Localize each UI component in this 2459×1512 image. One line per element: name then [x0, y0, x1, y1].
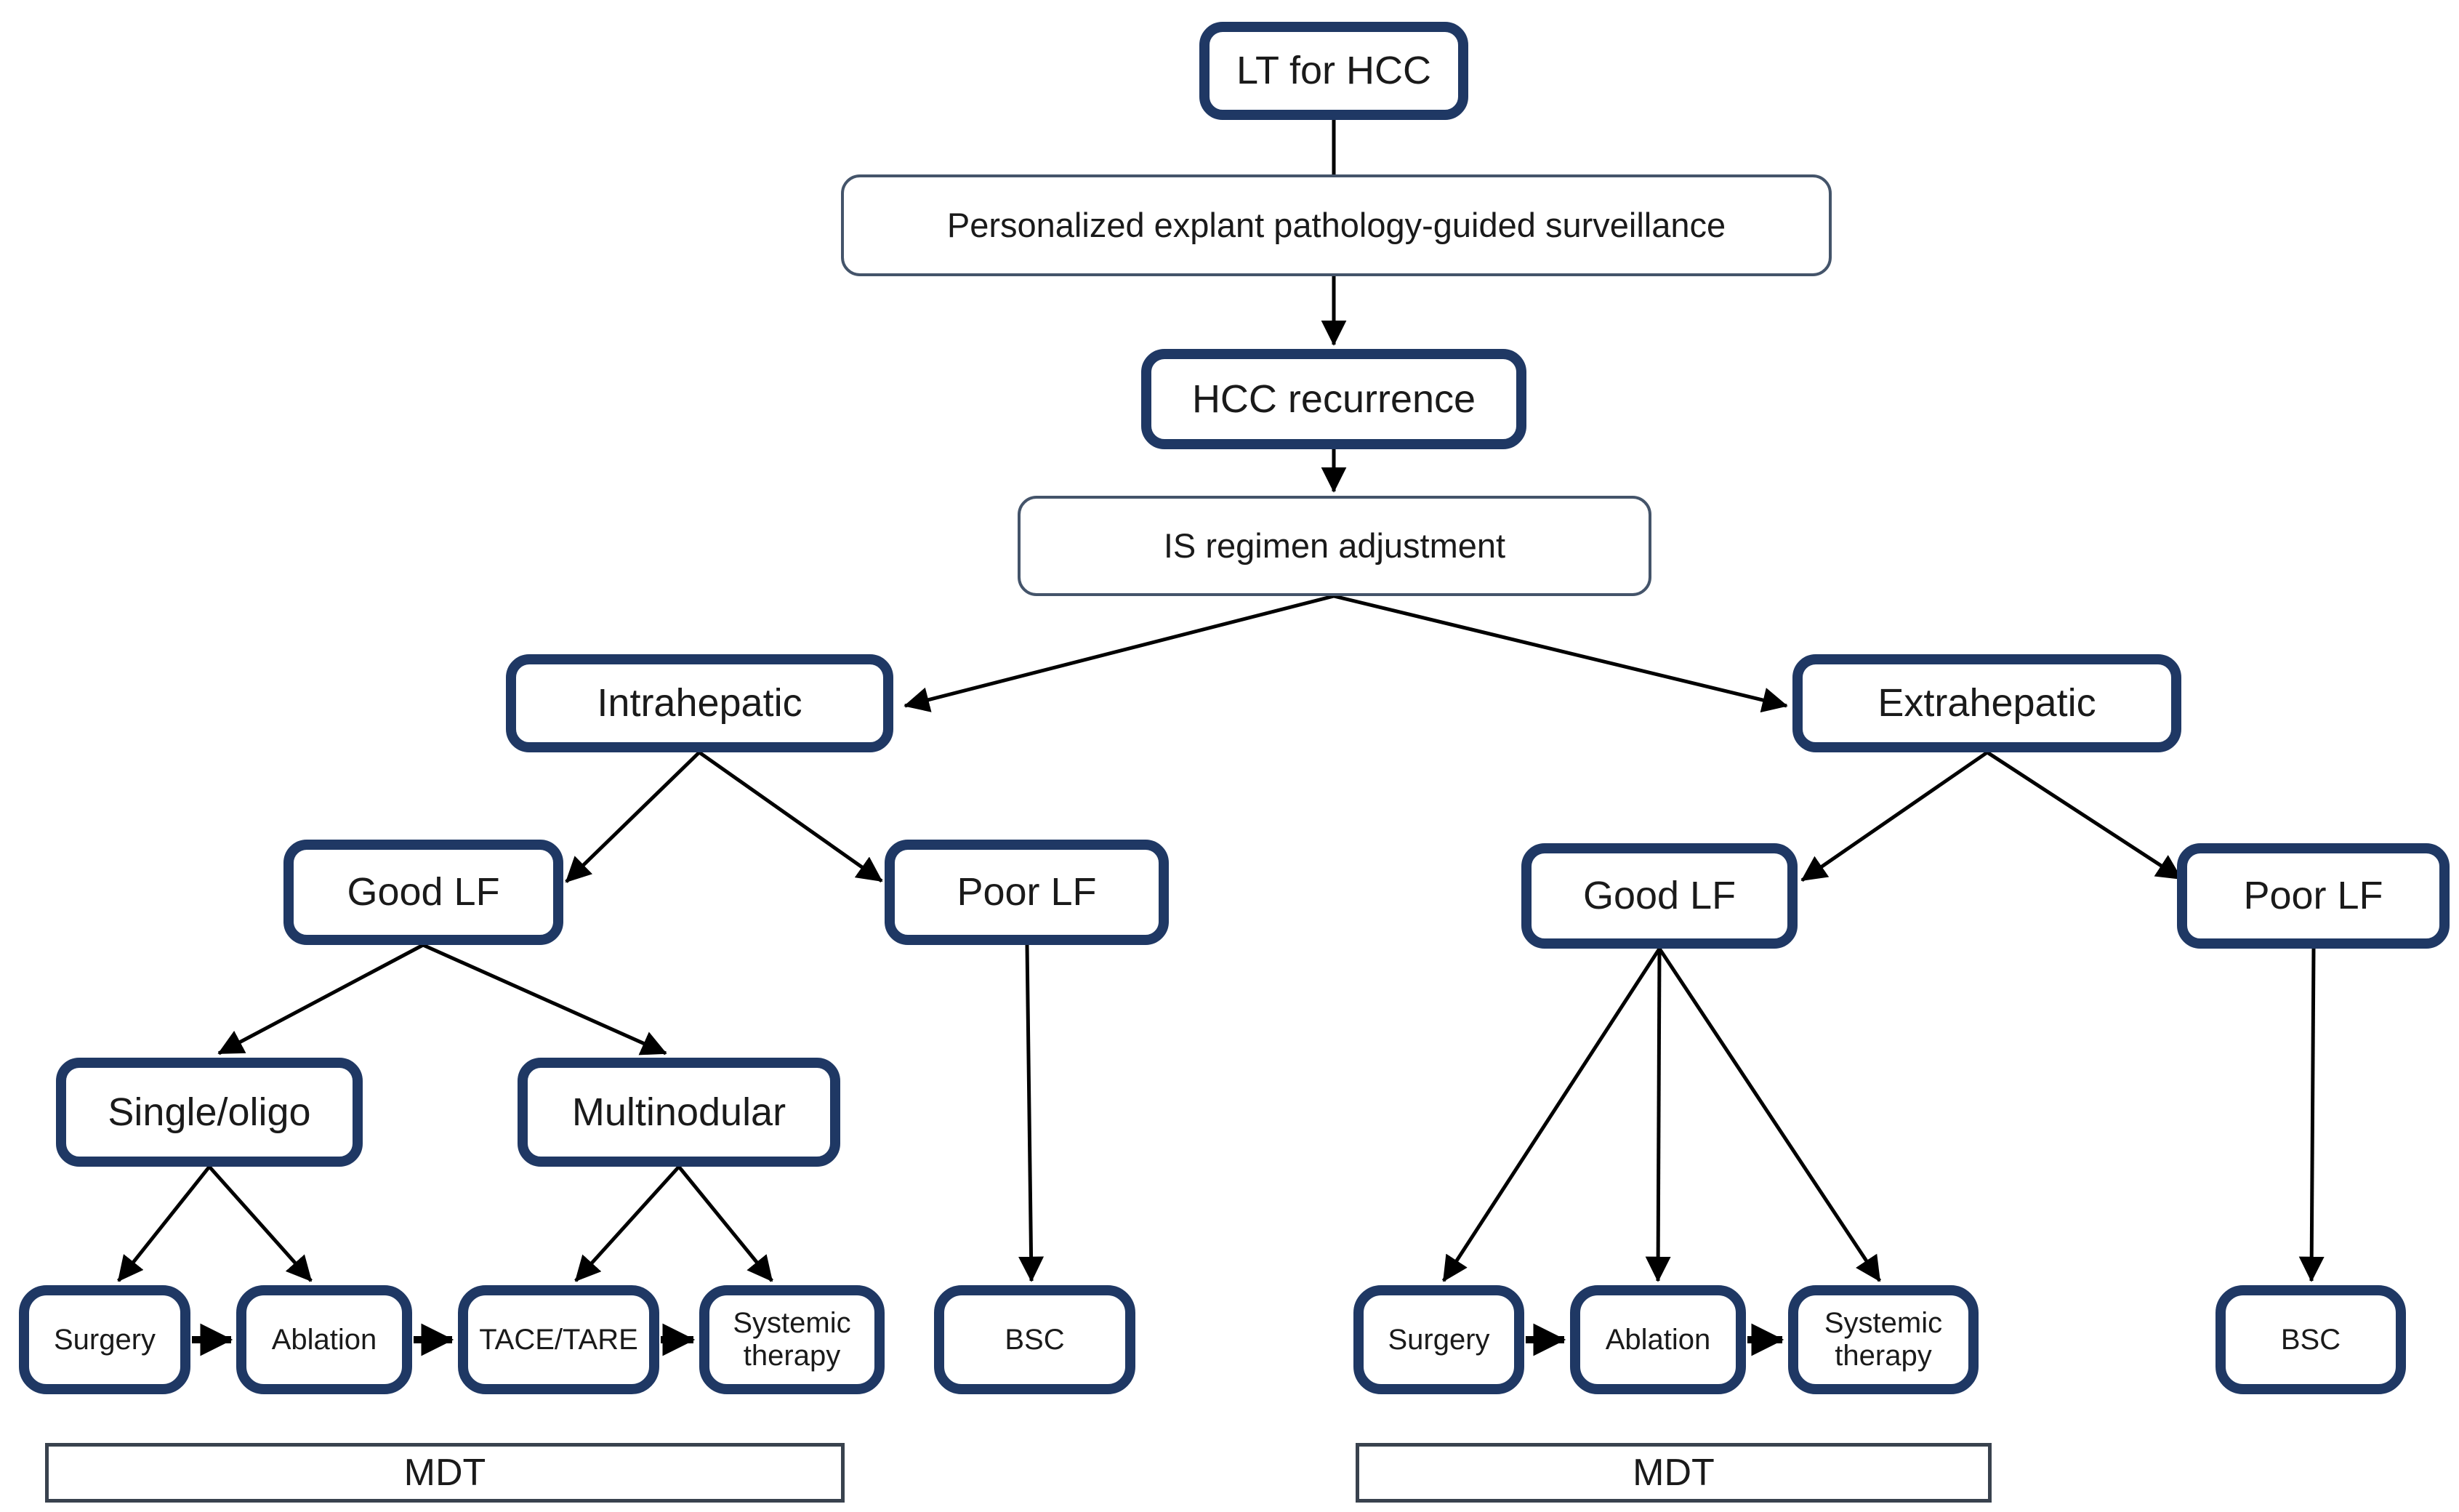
node-single-oligo-label: Single/oligo [108, 1090, 311, 1134]
edge-multinodular-to-tace [574, 1165, 680, 1282]
node-is-regimen: IS regimen adjustment [1018, 496, 1651, 596]
node-multinodular-label: Multinodular [571, 1090, 786, 1134]
node-mdt-left-label: MDT [403, 1451, 486, 1494]
edge-is-to-extrahepatic [1333, 594, 1788, 713]
edge-goodlf-right-to-ablation [1645, 948, 1671, 1282]
node-systemic-left-label: Systemic therapy [733, 1307, 851, 1372]
node-surgery-right-label: Surgery [1388, 1323, 1490, 1356]
node-mdt-left: MDT [45, 1443, 845, 1503]
node-is-regimen-label: IS regimen adjustment [1163, 526, 1506, 565]
node-good-lf-left: Good LF [283, 840, 563, 945]
node-good-lf-right-label: Good LF [1582, 874, 1736, 918]
node-lt-for-hcc-label: LT for HCC [1236, 49, 1432, 93]
node-tace-tare: TACE/TARE [458, 1285, 659, 1394]
edge-extrahepatic-to-poorlf [1986, 750, 2183, 881]
node-mdt-right-label: MDT [1633, 1451, 1715, 1494]
node-extrahepatic: Extrahepatic [1792, 654, 2181, 752]
node-bsc-left: BSC [934, 1285, 1135, 1394]
node-ablation-left: Ablation [236, 1285, 412, 1394]
node-systemic-right-label: Systemic therapy [1824, 1307, 1943, 1372]
edge-goodlf-right-to-systemic [1657, 947, 1882, 1282]
node-hcc-recurrence-label: HCC recurrence [1191, 377, 1476, 421]
edge-singleoligo-to-surgery [117, 1165, 211, 1282]
node-lt-for-hcc: LT for HCC [1199, 22, 1468, 120]
node-multinodular: Multinodular [518, 1058, 840, 1167]
edge-poorlf-to-bsc-left [1018, 944, 1045, 1282]
edge-singleoligo-to-ablation [208, 1165, 313, 1282]
node-mdt-right: MDT [1356, 1443, 1992, 1503]
node-ablation-right: Ablation [1570, 1285, 1746, 1394]
node-bsc-right: BSC [2215, 1285, 2406, 1394]
edge-poorlf-right-to-bsc [2298, 948, 2325, 1282]
node-single-oligo: Single/oligo [56, 1058, 363, 1167]
node-ablation-left-label: Ablation [271, 1323, 377, 1356]
node-bsc-right-label: BSC [2280, 1323, 2341, 1356]
node-good-lf-right: Good LF [1521, 843, 1798, 949]
node-surveillance-label: Personalized explant pathology-guided su… [946, 205, 1726, 244]
edge-goodlf-right-to-surgery [1441, 947, 1662, 1282]
node-intrahepatic: Intrahepatic [506, 654, 893, 752]
node-surveillance: Personalized explant pathology-guided su… [841, 174, 1832, 276]
node-surgery-right: Surgery [1353, 1285, 1524, 1394]
node-systemic-left: Systemic therapy [699, 1285, 885, 1394]
node-poor-lf-right: Poor LF [2177, 843, 2450, 949]
edge-extrahepatic-to-goodlf [1800, 750, 1989, 882]
edge-multinodular-to-systemic [677, 1165, 773, 1282]
node-good-lf-left-label: Good LF [347, 870, 500, 914]
node-surgery-left: Surgery [19, 1285, 190, 1394]
node-poor-lf-right-label: Poor LF [2243, 874, 2383, 918]
node-bsc-left-label: BSC [1005, 1323, 1065, 1356]
node-poor-lf-left-label: Poor LF [957, 870, 1097, 914]
node-ablation-right-label: Ablation [1605, 1323, 1711, 1356]
edge-intrahepatic-to-goodlf [565, 751, 701, 883]
node-intrahepatic-label: Intrahepatic [597, 681, 802, 725]
edge-goodlf-to-multinodular [422, 943, 667, 1055]
edge-intrahepatic-to-poorlf [698, 750, 883, 883]
node-tace-tare-label: TACE/TARE [479, 1323, 638, 1356]
node-surgery-left-label: Surgery [53, 1323, 156, 1356]
edge-is-to-intrahepatic [903, 594, 1335, 712]
node-extrahepatic-label: Extrahepatic [1878, 681, 2096, 725]
node-hcc-recurrence: HCC recurrence [1141, 349, 1526, 449]
node-poor-lf-left: Poor LF [885, 840, 1169, 945]
node-systemic-right: Systemic therapy [1788, 1285, 1979, 1394]
edge-goodlf-to-singleoligo [217, 943, 424, 1055]
